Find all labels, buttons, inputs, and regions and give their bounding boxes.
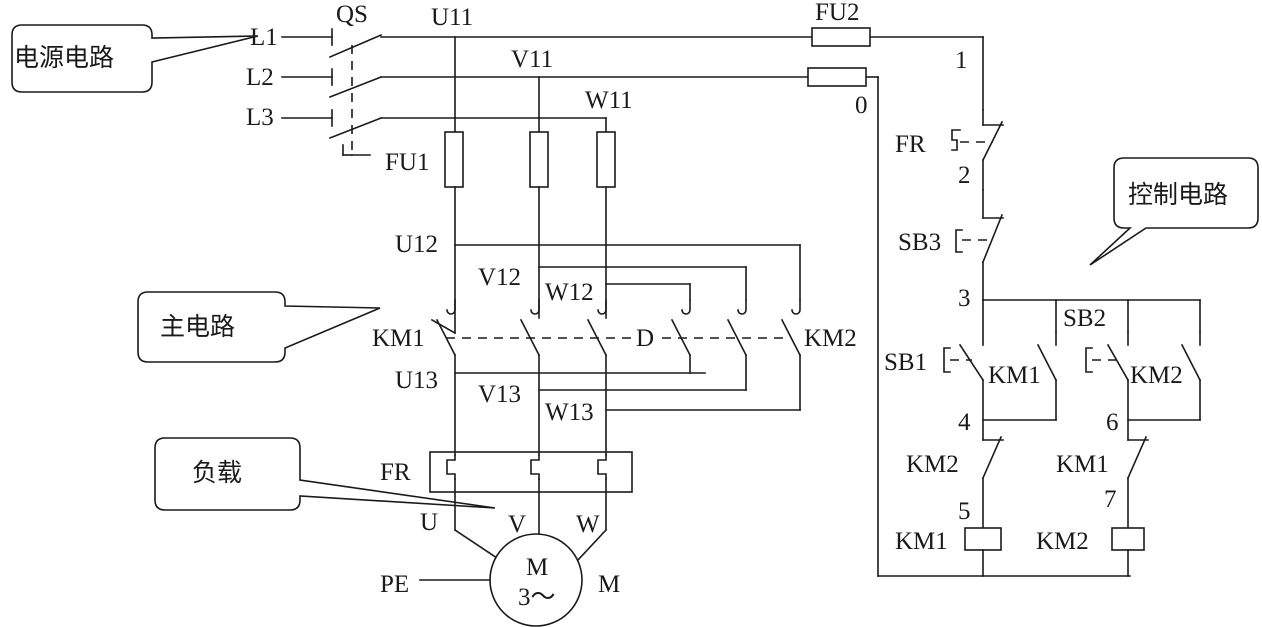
motor-symbol-phase: 3～ [518,584,556,611]
label-node3: 3 [958,285,971,312]
label-M: M [598,571,620,598]
callout-control-text: 控制电路 [1128,180,1228,209]
label-node7: 7 [1104,486,1117,513]
load-side-wiring: U13 V13 W13 [395,354,801,456]
label-U11: U11 [431,4,473,31]
callout-power-circuit: 电源电路 [11,24,259,93]
label-V11: V11 [511,46,553,73]
switch-QS [328,28,383,156]
label-QS: QS [336,1,368,28]
label-V: V [508,511,526,538]
label-W13: W13 [545,399,594,426]
label-KM1-aux: KM1 [988,362,1041,389]
phase-V-column [529,76,549,319]
label-KM1-interlock: KM1 [1056,451,1109,478]
label-KM1-coil: KM1 [895,528,948,555]
callout-load: 负载 [154,437,496,511]
motor-symbol-M: M [526,554,548,581]
control-circuit: 1 0 FR 2 SB3 3 SB2 SB1 [855,36,1202,577]
label-node5: 5 [958,498,971,525]
label-L2: L2 [246,64,274,91]
label-D-interlock: D [636,325,654,352]
label-SB1: SB1 [884,349,927,376]
label-U: U [420,509,438,536]
label-FR-ctrl: FR [895,131,926,158]
callout-main-text: 主电路 [160,312,235,341]
callout-control-circuit: 控制电路 [1089,157,1259,266]
fuse-FU2: FU2 [807,0,871,87]
coil-KM2 [1111,527,1145,551]
label-KM2-interlock: KM2 [906,451,959,478]
thermal-relay-FR-main: FR [380,451,633,493]
label-FU1: FU1 [385,149,429,176]
label-node6: 6 [1106,409,1119,436]
label-L1: L1 [250,24,278,51]
label-W12: W12 [545,279,594,306]
label-SB2: SB2 [1063,305,1106,332]
coil-KM1 [964,527,1002,551]
label-W: W [576,511,600,538]
label-PE: PE [380,571,409,598]
label-node0: 0 [855,92,868,119]
label-KM2-coil: KM2 [1036,528,1089,555]
label-V12: V12 [478,264,521,291]
label-node1: 1 [955,47,968,74]
label-U13: U13 [395,367,438,394]
label-SB3: SB3 [898,229,941,256]
label-FU2: FU2 [815,0,859,26]
callout-load-text: 负载 [192,458,242,487]
label-KM2-main: KM2 [804,325,857,352]
callout-power-text: 电源电路 [14,43,114,72]
contactor-main-contacts: D KM1 KM2 [372,299,857,357]
label-KM1-main: KM1 [372,325,425,352]
label-node4: 4 [958,409,971,436]
label-U12: U12 [395,231,438,258]
label-KM2-aux: KM2 [1130,362,1183,389]
phase-W-column [596,117,616,319]
power-input-lines: L1 L2 L3 QS [246,1,368,131]
bus-lines: U11 V11 W11 [380,4,984,119]
label-W11: W11 [585,87,633,114]
label-node2: 2 [958,162,971,189]
label-L3: L3 [246,104,274,131]
label-FR-main: FR [380,459,411,486]
reversing-wiring: U12 V12 W12 [395,231,801,306]
phase-U-column [430,36,464,335]
label-V13: V13 [478,381,521,408]
motor-M: M 3～ PE M U V W [380,478,620,627]
callout-main-circuit: 主电路 [137,291,381,363]
